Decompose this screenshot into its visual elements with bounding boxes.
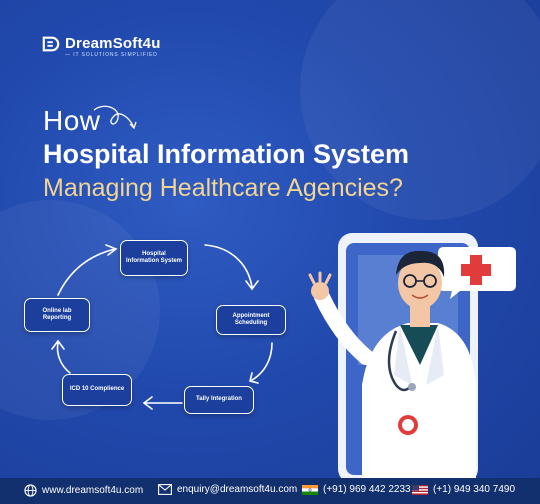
cycle-node-icd10: ICD 10 Complience [62,374,132,406]
medical-cross-icon [438,247,516,299]
brand-logo[interactable]: DreamSoft4u — IT SOLUTIONS SIMPLIFIED [42,35,161,58]
headline-line-3: Managing Healthcare Agencies? [43,174,403,202]
india-flag-icon [302,484,318,495]
cycle-node-tally: Tally Integration [184,386,254,414]
us-flag-icon [412,484,428,495]
cycle-node-appointment: Appointment Scheduling [216,305,286,335]
footer-phone-us[interactable]: (+1) 949 340 7490 [412,484,515,495]
mail-icon [158,484,172,495]
brand-name: DreamSoft4u [65,35,161,52]
background-shape [300,0,540,220]
footer-phone-india[interactable]: (+91) 969 442 2233 [302,484,411,495]
footer-bar: www.dreamsoft4u.com enquiry@dreamsoft4u.… [0,478,540,504]
doctor-illustration [308,233,516,478]
headline-line-1: How [43,105,101,136]
cycle-node-his: Hospital Information System [120,240,188,276]
logo-icon [42,36,60,52]
footer-website[interactable]: www.dreamsoft4u.com [24,484,143,497]
footer-email[interactable]: enquiry@dreamsoft4u.com [158,484,297,495]
phone-india[interactable]: (+91) 969 442 2233 [323,484,411,495]
website-link[interactable]: www.dreamsoft4u.com [42,485,144,496]
cycle-node-lab: Online lab Reporting [24,298,90,332]
phone-us[interactable]: (+1) 949 340 7490 [433,484,516,495]
cycle-arrows [51,244,273,410]
headline-line-2: Hospital Information System [43,139,410,169]
globe-icon [24,484,37,497]
curly-arrow-icon [93,105,137,130]
brand-tagline: — IT SOLUTIONS SIMPLIFIED [65,52,158,58]
email-link[interactable]: enquiry@dreamsoft4u.com [177,484,298,495]
